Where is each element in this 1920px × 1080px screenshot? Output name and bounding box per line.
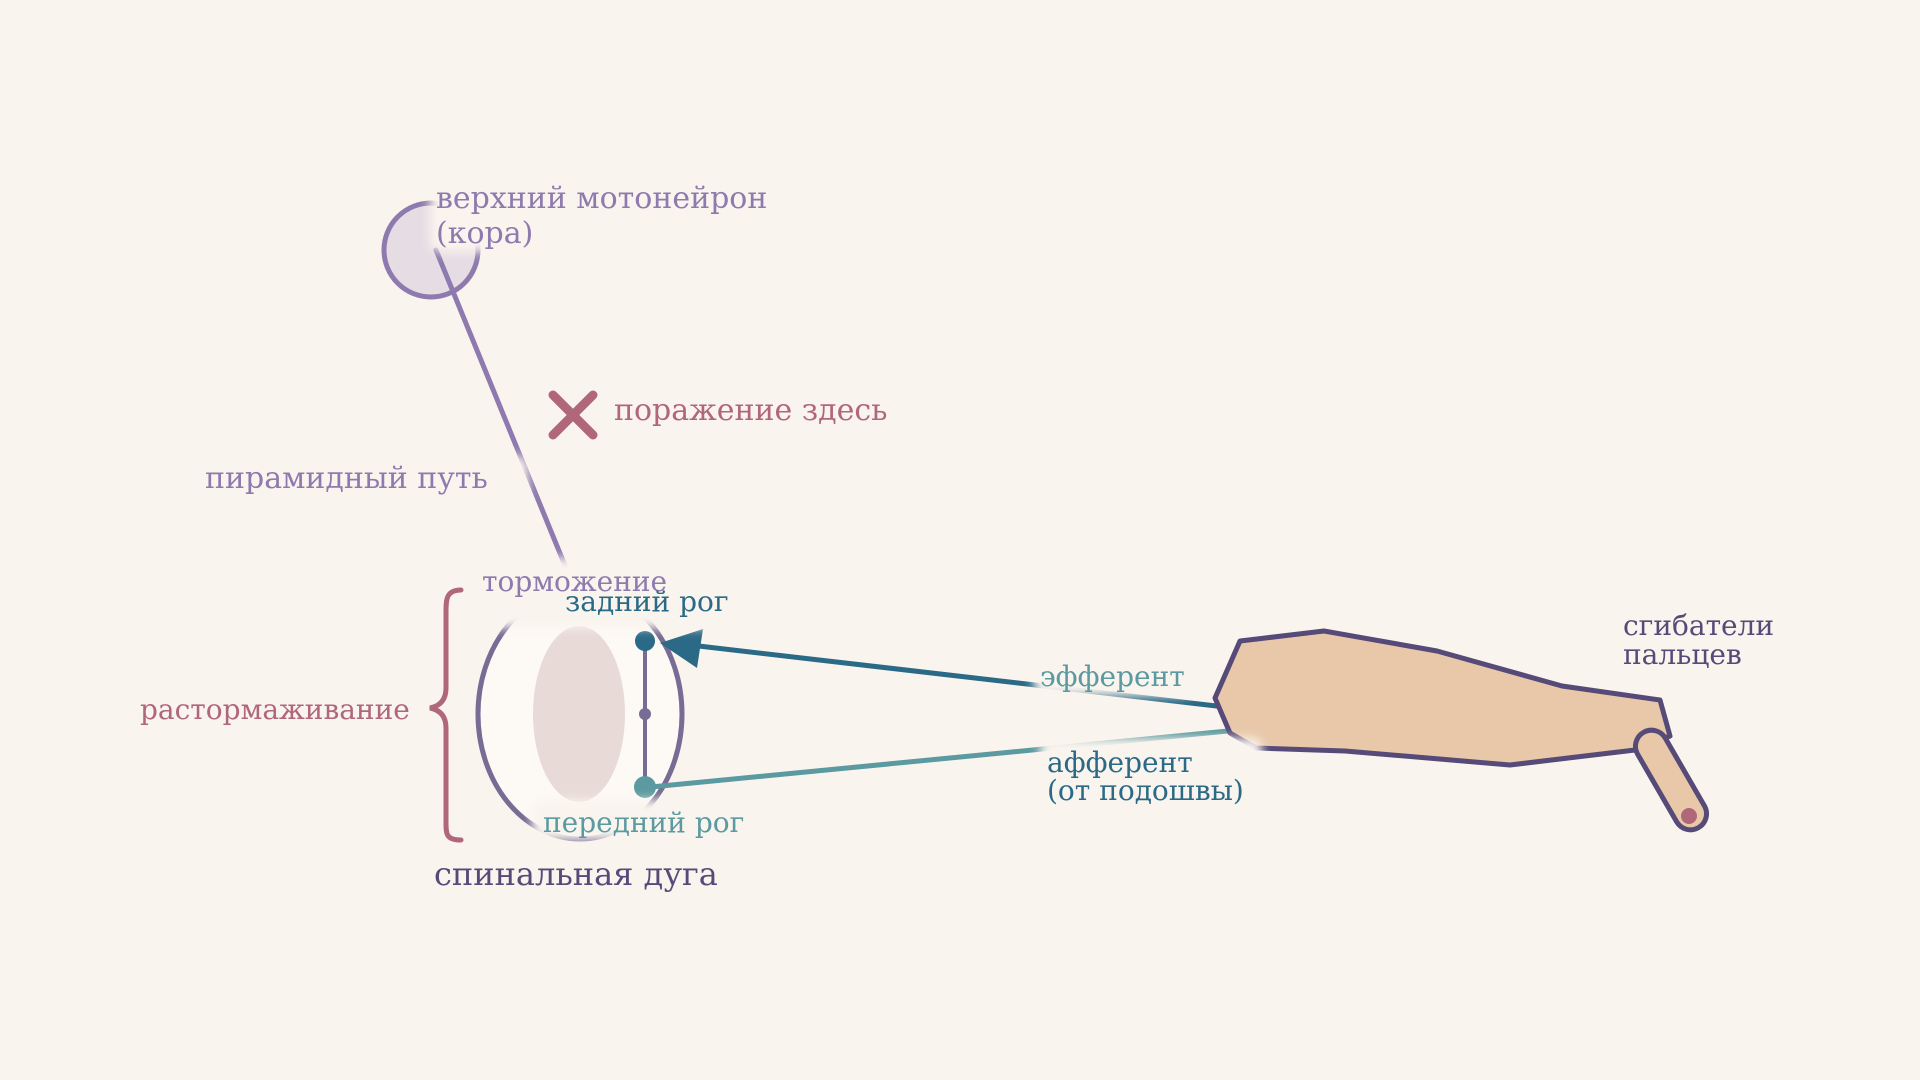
inhibition-label: торможение xyxy=(482,565,667,598)
toe-flexors-sublabel: пальцев xyxy=(1623,638,1742,671)
grey-matter xyxy=(533,626,625,802)
disinhibition-brace xyxy=(429,587,464,843)
disinhibition-label: растормаживание xyxy=(140,693,410,726)
x-mark-icon xyxy=(548,390,598,440)
efferent-arrowhead xyxy=(660,629,703,668)
toe-shape xyxy=(1633,727,1709,833)
upper-motor-neuron-label: верхний мотонейрон xyxy=(436,181,767,216)
efferent-label: эфферент xyxy=(1040,660,1185,693)
dorsal-horn-label: задний рог xyxy=(565,585,729,618)
pyramidal-tract-label: пирамидный путь xyxy=(205,461,488,496)
spinal-cord-section xyxy=(475,586,685,842)
dorsal-horn-node xyxy=(635,631,655,651)
label-halos xyxy=(202,178,1262,840)
pyramidal-tract-line xyxy=(433,247,569,571)
ventral-horn-node xyxy=(634,776,656,798)
efferent-pathway xyxy=(687,642,1228,710)
foot-shape xyxy=(1212,628,1673,768)
upper-motor-neuron-sublabel: (кора) xyxy=(436,216,533,251)
afferent-label: афферент xyxy=(1047,746,1193,779)
ventral-horn-label: передний рог xyxy=(543,806,744,839)
reflex-arc-label: спинальная дуга xyxy=(434,855,718,893)
toe-flexors-label: сгибатели xyxy=(1623,609,1774,642)
lesion-label: поражение здесь xyxy=(614,393,888,428)
interneuron xyxy=(639,708,651,720)
toe-tip xyxy=(1681,808,1697,824)
afferent-sublabel: (от подошвы) xyxy=(1047,774,1244,807)
